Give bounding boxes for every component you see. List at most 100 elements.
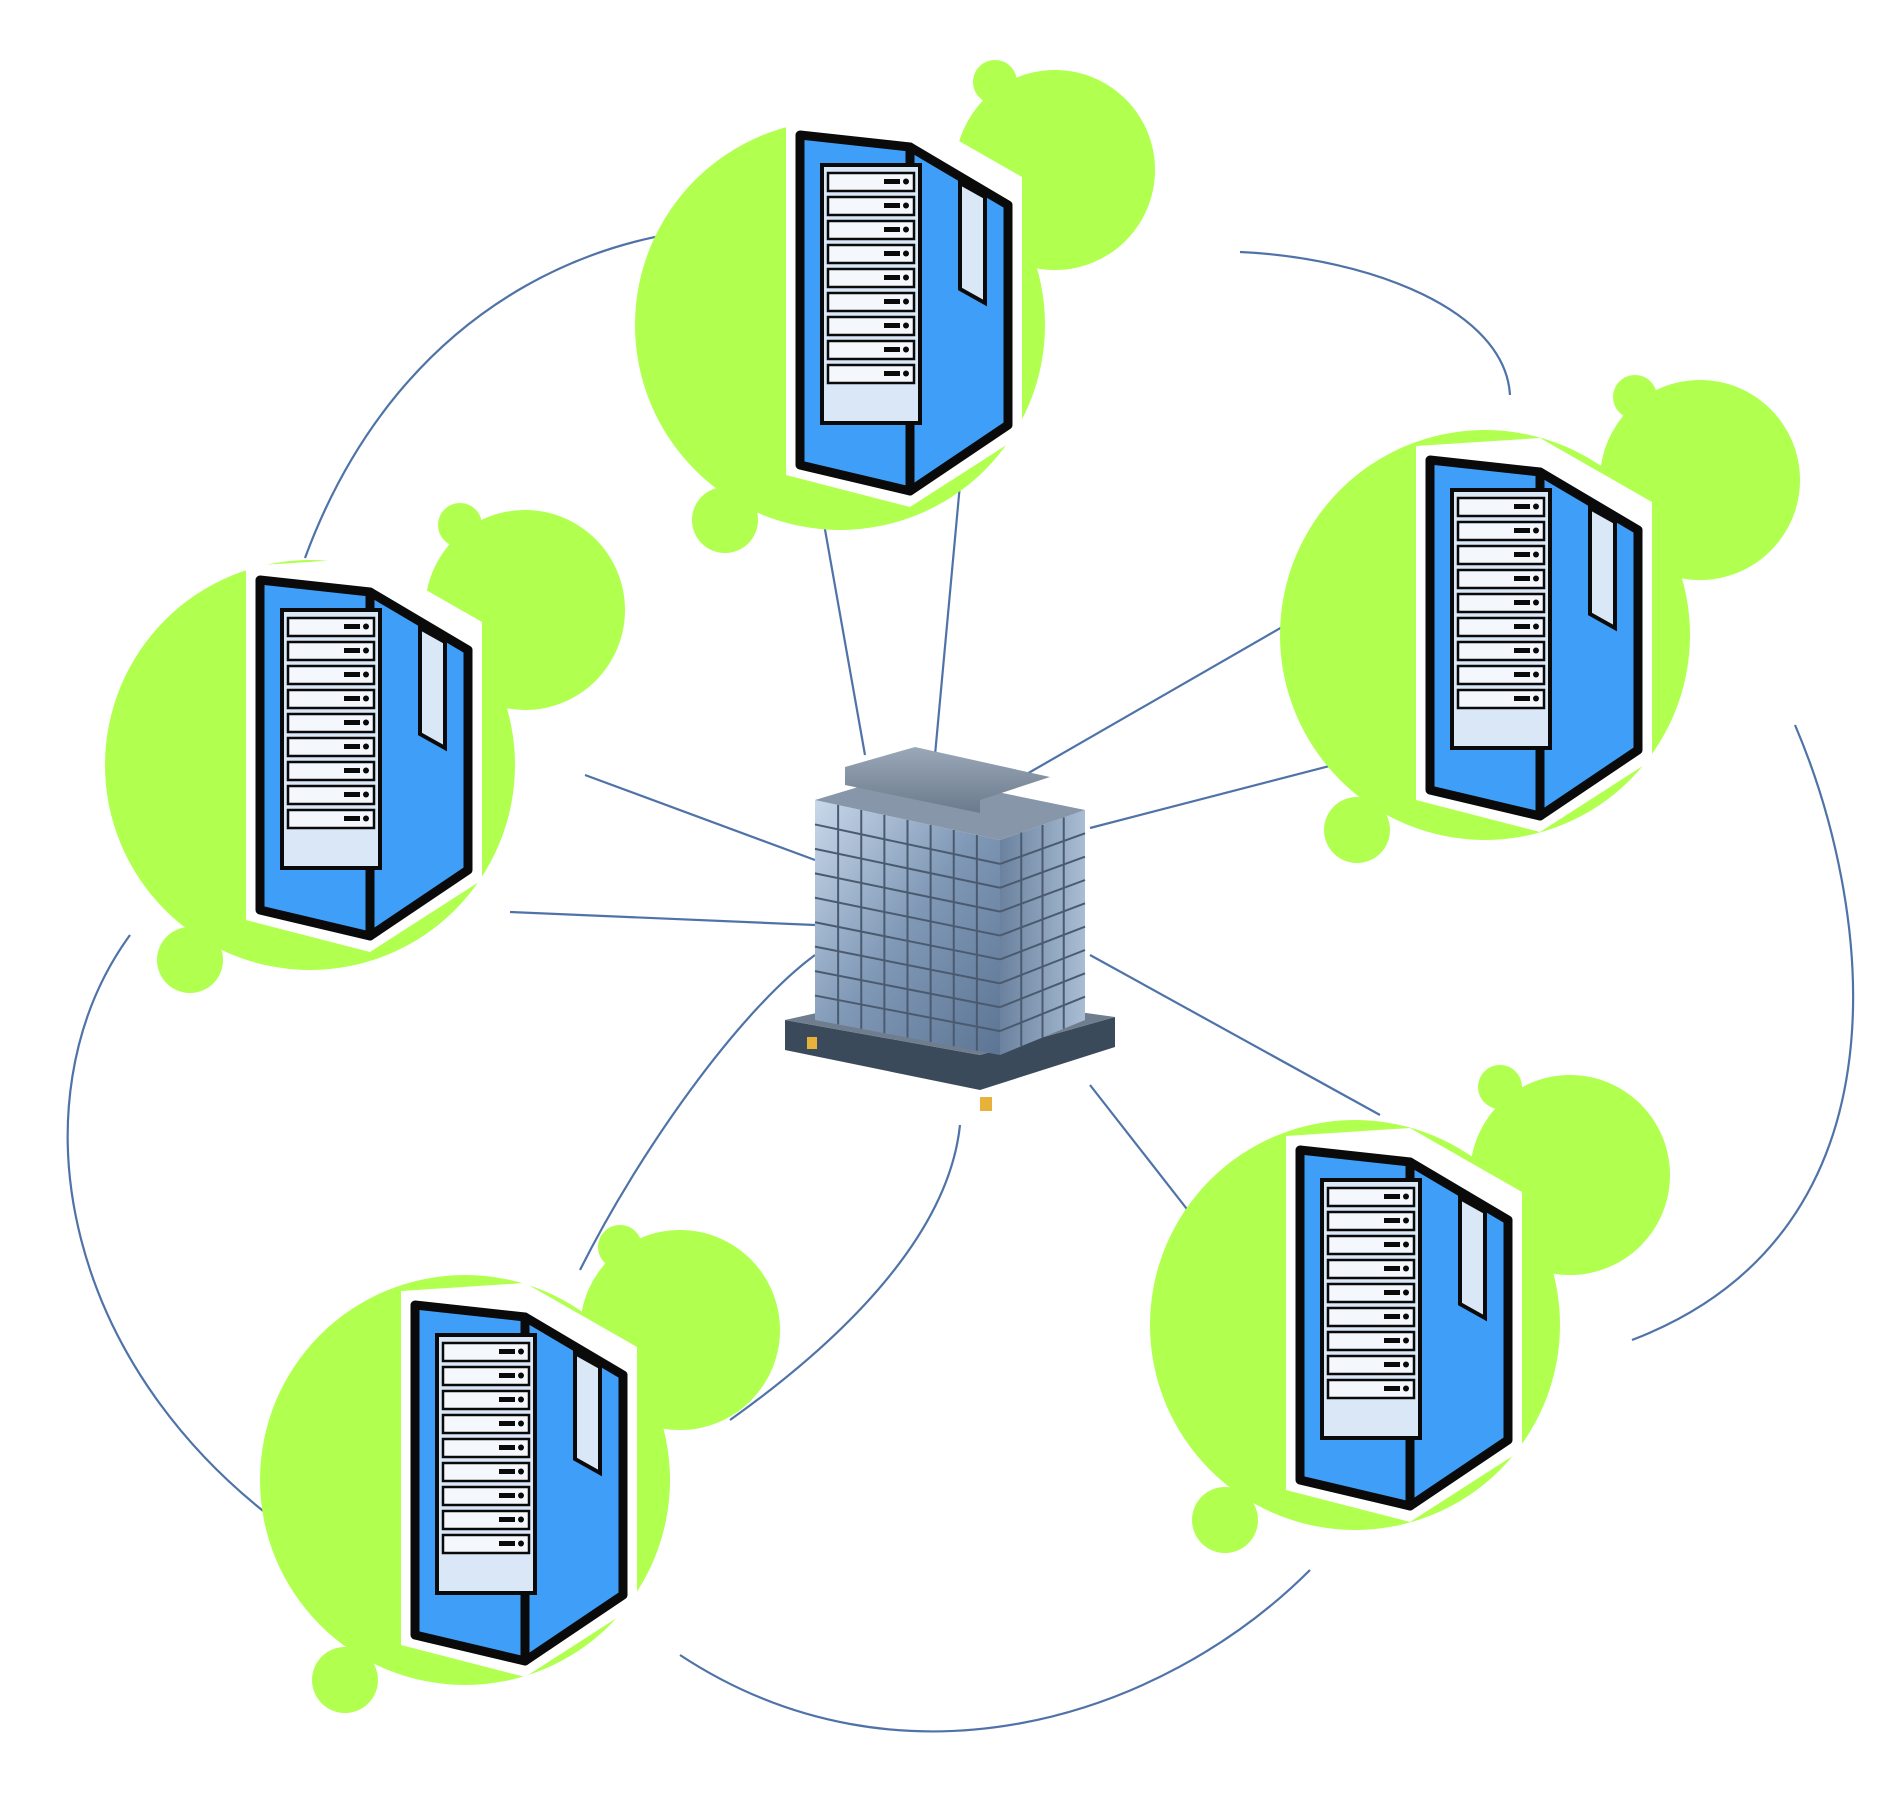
- rack-drive-slot: [441, 1485, 531, 1507]
- server-upper-left: [105, 503, 625, 993]
- rack-led: [1384, 1194, 1400, 1199]
- rack-led-dot: [363, 623, 369, 630]
- rack-drive-slot: [1456, 664, 1546, 686]
- server-rack-icon: [1286, 1128, 1522, 1522]
- server-lower-left: [260, 1225, 780, 1713]
- rack-side-window: [1588, 504, 1617, 632]
- rack-drive-slot: [1326, 1306, 1416, 1328]
- rack-led: [1514, 576, 1530, 581]
- rack-led-dot: [518, 1396, 524, 1403]
- server-rack-icon: [246, 558, 482, 952]
- rack-drive-slot: [286, 640, 376, 662]
- building-window-line: [814, 896, 1001, 937]
- server-lower-right: [1150, 1065, 1670, 1553]
- rack-led-dot: [1533, 671, 1539, 678]
- building-windows-grid: [814, 805, 1086, 1051]
- rack-drive-slot: [826, 267, 916, 289]
- server-rack-icon: [1416, 438, 1652, 832]
- rack-led: [1514, 600, 1530, 605]
- rack-led: [1384, 1314, 1400, 1319]
- rack-drive-slot: [826, 339, 916, 361]
- rack-led-dot: [903, 202, 909, 209]
- rack-led: [1514, 552, 1530, 557]
- rack-led-dot: [363, 791, 369, 798]
- hub-links: [509, 429, 1431, 1421]
- rack-led: [1384, 1386, 1400, 1391]
- rack-led-dot: [518, 1468, 524, 1475]
- rack-led-dot: [1533, 599, 1539, 606]
- rack-led: [344, 744, 360, 749]
- rack-led-dot: [363, 743, 369, 750]
- rack-led: [344, 624, 360, 629]
- rack-led-dot: [1403, 1193, 1409, 1200]
- rack-led-dot: [518, 1492, 524, 1499]
- rack-led: [499, 1421, 515, 1426]
- server-nodes: [105, 60, 1800, 1713]
- rack-drive-slot: [826, 291, 916, 313]
- rack-led-dot: [903, 298, 909, 305]
- rack-led-dot: [363, 767, 369, 774]
- rack-drive-slot: [441, 1389, 531, 1411]
- rack-led-dot: [1403, 1337, 1409, 1344]
- rack-led: [499, 1493, 515, 1498]
- rack-led: [1384, 1266, 1400, 1271]
- rack-drive-slot: [1456, 592, 1546, 614]
- rack-drive-slot: [441, 1437, 531, 1459]
- server-upper-right: [1280, 375, 1800, 863]
- rack-led-dot: [1403, 1361, 1409, 1368]
- rack-side-window: [418, 624, 447, 752]
- ring-lowerright-to-lowerleft: [679, 1569, 1311, 1733]
- rack-led-dot: [903, 322, 909, 329]
- rack-led: [1514, 624, 1530, 629]
- rack-led: [344, 720, 360, 725]
- building-window-line: [814, 823, 1001, 865]
- building-base: [785, 1017, 1115, 1090]
- rack-drive-slot: [1326, 1354, 1416, 1376]
- rack-led-dot: [1533, 551, 1539, 558]
- rack-drive-slot: [441, 1341, 531, 1363]
- rack-led: [344, 768, 360, 773]
- building-light-left: [807, 1037, 817, 1049]
- rack-led-dot: [903, 274, 909, 281]
- rack-led-dot: [518, 1516, 524, 1523]
- building-window-line: [814, 945, 1001, 985]
- rack-led-dot: [363, 719, 369, 726]
- rack-led: [884, 227, 900, 232]
- rack-led: [344, 696, 360, 701]
- rack-led: [1384, 1338, 1400, 1343]
- link-hub-upperleft-a: [584, 773, 816, 862]
- rack-drive-slot: [1326, 1210, 1416, 1232]
- rack-led-dot: [1403, 1241, 1409, 1248]
- rack-led: [499, 1469, 515, 1474]
- rack-drive-slot: [1456, 568, 1546, 590]
- rack-led: [344, 648, 360, 653]
- rack-drive-slot: [826, 315, 916, 337]
- rack-drive-slot: [1456, 688, 1546, 710]
- rack-led-dot: [363, 647, 369, 654]
- rack-led: [884, 203, 900, 208]
- rack-drive-slot: [1456, 616, 1546, 638]
- rack-led: [499, 1373, 515, 1378]
- rack-drive-slot: [441, 1533, 531, 1555]
- rack-drive-slot: [1326, 1234, 1416, 1256]
- rack-led: [1514, 528, 1530, 533]
- rack-side-window: [958, 179, 987, 307]
- rack-led-dot: [1533, 647, 1539, 654]
- rack-drive-slot: [441, 1461, 531, 1483]
- rack-led: [884, 275, 900, 280]
- building-window-line: [814, 994, 1001, 1033]
- rack-led-dot: [1533, 623, 1539, 630]
- rack-drive-slot: [1326, 1330, 1416, 1352]
- server-top: [635, 60, 1155, 553]
- rack-led-dot: [1533, 575, 1539, 582]
- rack-led: [344, 672, 360, 677]
- rack-drive-slot: [826, 195, 916, 217]
- rack-led-dot: [903, 370, 909, 377]
- link-hub-lowerleft-a: [579, 954, 816, 1271]
- rack-led-dot: [1403, 1217, 1409, 1224]
- rack-led-dot: [903, 226, 909, 233]
- rack-led-dot: [903, 346, 909, 353]
- ring-lowerleft-to-upperleft: [66, 934, 311, 1546]
- rack-led: [499, 1397, 515, 1402]
